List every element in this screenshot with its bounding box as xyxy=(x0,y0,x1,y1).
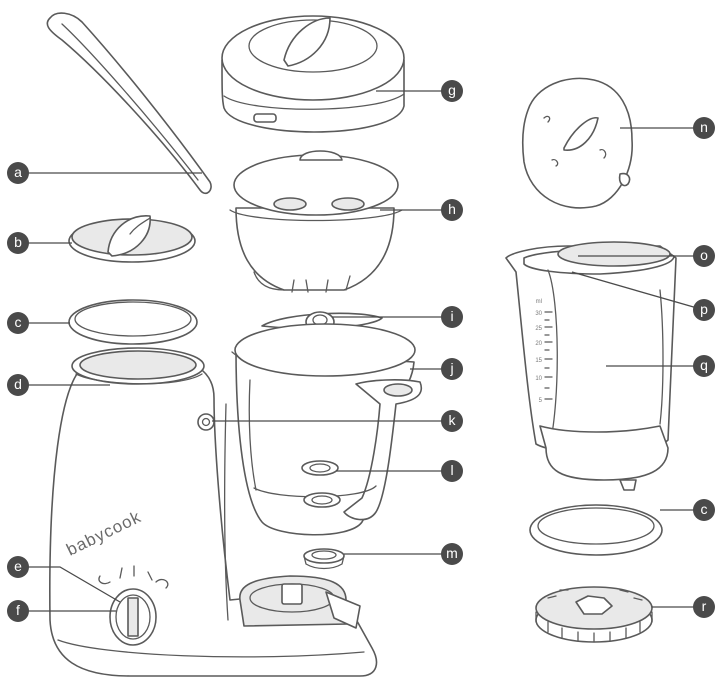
callout-p-label: p xyxy=(700,301,708,317)
coupling-ring xyxy=(303,548,345,570)
small-lid xyxy=(68,215,196,263)
callout-q: q xyxy=(693,355,715,377)
callout-r: r xyxy=(693,596,715,618)
callout-f-label: f xyxy=(16,602,20,618)
callout-a: a xyxy=(7,162,29,184)
callout-n-label: n xyxy=(700,119,708,135)
top-lid xyxy=(221,15,405,133)
callout-b: b xyxy=(7,232,29,254)
jug-unit-label: ml xyxy=(536,299,542,305)
leader-lines xyxy=(18,90,705,612)
callout-h: h xyxy=(441,199,463,221)
callout-i: i xyxy=(441,306,463,328)
callout-q-label: q xyxy=(700,357,708,373)
spatula xyxy=(46,12,212,195)
jug-mark-10: 10 xyxy=(535,376,542,382)
callout-o: o xyxy=(693,245,715,267)
measuring-jug: ml 30 25 20 15 10 5 xyxy=(505,241,677,491)
callout-o-label: o xyxy=(700,247,708,263)
callout-r-label: r xyxy=(702,598,707,614)
callout-k: k xyxy=(441,410,463,432)
callout-g: g xyxy=(441,80,463,102)
callout-k-label: k xyxy=(449,412,457,428)
callout-h-label: h xyxy=(448,201,456,217)
callout-d: d xyxy=(7,374,29,396)
callout-j-label: j xyxy=(449,360,453,376)
jug-mark-20: 20 xyxy=(535,341,542,347)
callout-m: m xyxy=(441,543,463,565)
callout-m-label: m xyxy=(446,545,458,561)
steam-basket xyxy=(229,150,403,293)
callout-c-second-label: c xyxy=(701,501,708,517)
jug-mark-30: 30 xyxy=(535,311,542,317)
base-unit: babycook xyxy=(49,347,378,677)
callout-c-second: c xyxy=(693,499,715,521)
callout-b-label: b xyxy=(14,234,22,250)
seal-ring-2 xyxy=(529,504,663,556)
seal-ring xyxy=(68,299,198,345)
callout-p: p xyxy=(693,299,715,321)
jug-lid xyxy=(522,77,633,209)
callout-c: c xyxy=(7,312,29,334)
callout-f: f xyxy=(7,600,29,622)
callout-d-label: d xyxy=(14,376,22,392)
jug-mark-25: 25 xyxy=(535,326,542,332)
callout-c-label: c xyxy=(15,314,22,330)
callout-e-label: e xyxy=(14,558,22,574)
jug-mark-5: 5 xyxy=(539,398,543,404)
callout-j: j xyxy=(441,358,463,380)
callout-l-label: l xyxy=(450,462,453,478)
callout-i-label: i xyxy=(450,308,453,324)
callout-a-label: a xyxy=(14,164,22,180)
callout-g-label: g xyxy=(448,82,456,98)
blade-cage xyxy=(535,586,653,643)
callout-l: l xyxy=(441,460,463,482)
blender-bowl xyxy=(231,323,423,536)
jug-mark-15: 15 xyxy=(535,358,542,364)
callout-e: e xyxy=(7,556,29,578)
callout-n: n xyxy=(693,117,715,139)
